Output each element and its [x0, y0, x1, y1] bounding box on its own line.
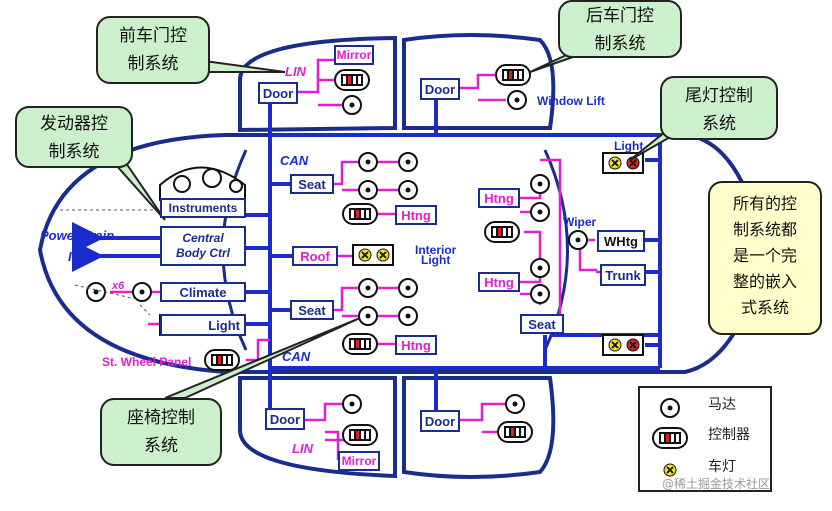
- callout-tail-light: 尾灯控制 系统: [660, 76, 778, 140]
- seat-rear-box: Seat: [520, 314, 564, 334]
- legend: 马达 控制器 车灯: [638, 386, 772, 492]
- light-front-box: Light: [160, 314, 246, 336]
- body-ctrl-label: Body Ctrl: [176, 246, 230, 260]
- callout-engine-line1: 发动器控: [40, 114, 108, 134]
- mirror-bottom: Mirror: [338, 451, 380, 471]
- legend-motor-icon: [660, 398, 680, 418]
- legend-icons: [652, 398, 688, 477]
- legend-lamp-label: 车灯: [708, 459, 736, 475]
- trunk-box: Trunk: [600, 264, 646, 286]
- note-line1: 所有的控: [732, 194, 797, 213]
- note-box: 所有的控 制系统都 是一个完 整的嵌入 式系统: [708, 181, 822, 335]
- note-line5: 式系统: [740, 298, 789, 317]
- note-line4: 整的嵌入: [732, 272, 797, 291]
- legend-lamp-icon: [663, 463, 677, 477]
- callout-seat-line1: 座椅控制: [127, 408, 195, 428]
- roof-box: Roof: [292, 246, 338, 266]
- central-body-ctrl-box: Central Body Ctrl: [160, 226, 246, 266]
- callout-rear-door-line1: 后车门控: [586, 6, 654, 26]
- interior-label: Interior: [415, 243, 457, 257]
- window-lift-label: Window Lift: [537, 94, 605, 108]
- seat-top-box: Seat: [290, 174, 334, 194]
- lin-label-bottom: LIN: [292, 441, 313, 456]
- wiper-label: Wiper: [563, 215, 597, 229]
- door-front-right: Door: [265, 408, 305, 430]
- mirror-top: Mirror: [334, 45, 374, 65]
- x6-hint: [60, 209, 165, 316]
- note-line2: 制系统都: [732, 220, 797, 239]
- note-line3: 是一个完: [732, 246, 797, 265]
- callout-rear-door-line2: 制系统: [594, 34, 646, 54]
- climate-box: Climate: [160, 282, 246, 302]
- interior-light-label: Light: [421, 253, 451, 267]
- door-front-left: Door: [258, 82, 298, 104]
- callout-seat: 座椅控制 系统: [100, 398, 222, 466]
- watermark: @稀土掘金技术社区: [662, 477, 771, 491]
- x6-label: x6: [112, 280, 125, 292]
- callout-front-door-line1: 前车门控: [119, 26, 187, 46]
- can-label-top: CAN: [280, 153, 309, 168]
- legend-motor-label: 马达: [708, 397, 736, 413]
- seat-bottom-box: Seat: [290, 300, 334, 320]
- lin-label-top: LIN: [285, 64, 306, 79]
- callout-engine: 发动器控 制系统: [15, 106, 133, 168]
- power-train-label: Power Train: [40, 228, 115, 243]
- legend-controller-label: 控制器: [708, 427, 750, 443]
- door-rear-right: Door: [420, 410, 460, 432]
- htng-front-top: Htng: [395, 205, 437, 225]
- light-front-label: Light: [208, 317, 240, 333]
- htng-rear-bottom: Htng: [478, 272, 520, 292]
- htng-rear-top: Htng: [478, 188, 520, 208]
- callout-front-door-line2: 制系统: [127, 54, 179, 74]
- st-wheel-panel-label: St. Wheel Panel: [102, 355, 192, 369]
- whtg-box: WHtg: [597, 230, 645, 252]
- callout-seat-line2: 系统: [144, 436, 178, 456]
- callout-tail-light-line1: 尾灯控制: [685, 86, 753, 106]
- legend-controller-icon: [652, 427, 688, 449]
- callout-front-door: 前车门控 制系统: [96, 16, 210, 84]
- door-rear-left: Door: [420, 78, 460, 100]
- can-label-bottom: CAN: [282, 349, 311, 364]
- tail-light-label: Light: [614, 139, 644, 153]
- central-label: Central: [182, 231, 224, 245]
- htng-front-bottom: Htng: [395, 335, 437, 355]
- its-label: ITS: [68, 249, 89, 264]
- instrument-cluster-icon: [159, 166, 246, 201]
- callout-rear-door: 后车门控 制系统: [558, 0, 682, 58]
- instruments-box: Instruments: [160, 198, 246, 218]
- callout-tail-light-line2: 系统: [702, 114, 736, 134]
- callout-engine-line2: 制系统: [48, 142, 100, 162]
